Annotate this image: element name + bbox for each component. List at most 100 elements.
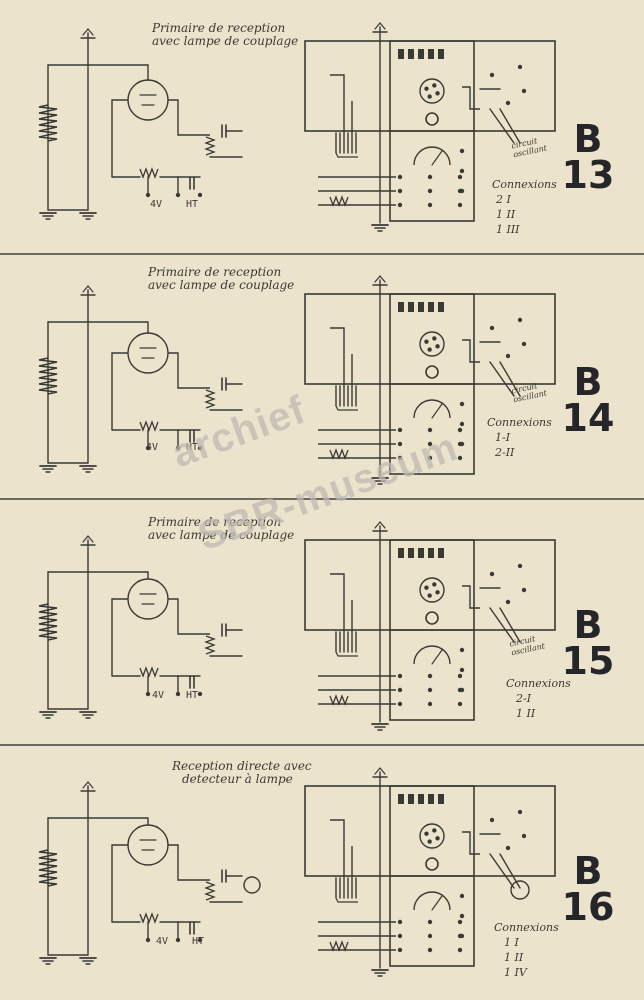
label-ht: HT [186,199,199,210]
resistor-icon [139,666,159,678]
terminal-dot [175,445,181,451]
panel-title: Primaire de reception avec lampe de coup… [148,515,295,542]
wire [462,339,480,363]
resistor-icon [329,448,349,460]
terminal-dot [397,455,403,461]
terminal-block [408,302,414,312]
wire [111,352,128,430]
coil-icon [335,897,358,903]
dial-icon [413,146,451,166]
figure-code: B 16 [561,849,615,929]
antenna-icon [374,275,381,283]
coil-icon [38,603,58,641]
panel-b14: Primaire de reception avec lampe de coup… [0,258,644,506]
terminal-dot [424,339,429,344]
wire [489,361,515,397]
terminal-dot [427,933,433,939]
dial-icon [413,645,451,665]
tube-icon [127,578,169,620]
terminal-dot [459,188,465,194]
terminal-dot [427,202,433,208]
wire [111,844,128,922]
tube-icon [127,332,169,374]
terminal-dot [397,202,403,208]
valve-socket-icon [419,823,445,849]
terminal-block [408,548,414,558]
terminal-dot [489,817,495,823]
terminal-block [418,794,424,804]
coil-icon [335,152,358,158]
panel-b13: Primaire de reception avec lampe de coup… [0,5,644,253]
antenna-icon [374,767,381,775]
wire [330,327,345,386]
terminal-dot [145,192,151,198]
terminal-dot [435,91,440,96]
terminal-dot [517,809,523,815]
coil-icon [38,849,58,887]
terminal-dot [427,701,433,707]
terminal-dot [432,336,437,341]
terminal-dot [432,83,437,88]
dial-icon [431,649,443,665]
terminal-dot [521,587,527,593]
terminal-dot [521,341,527,347]
resistor-icon [139,912,159,924]
terminal-dot [397,441,403,447]
wire [489,607,515,643]
resistor-icon [139,167,159,179]
terminal-block [438,794,444,804]
knob-icon [425,611,439,625]
antenna-icon [82,28,89,36]
terminal-block [428,794,434,804]
terminal-dot [459,401,465,407]
wire [168,352,210,389]
terminal-block [398,794,404,804]
terminal-dot [427,347,432,352]
terminal-dot [459,667,465,673]
terminal-dot [459,893,465,899]
terminal-dot [427,919,433,925]
terminal-dot [197,691,203,697]
terminal-dot [427,839,432,844]
terminal-block [408,794,414,804]
terminal-block [428,302,434,312]
terminal-block [418,49,424,59]
terminal-dot [397,188,403,194]
terminal-dot [505,353,511,359]
terminal-dot [397,687,403,693]
headphone-icon [510,880,530,900]
resistor-icon [204,389,216,409]
wire [168,598,210,635]
terminal-dot [459,687,465,693]
label-ht: HT [186,442,199,453]
wire [499,361,521,397]
wire [462,86,480,110]
wire [499,607,521,643]
coil-icon [38,357,58,395]
terminal-dot [459,933,465,939]
label-4v: 4V [150,199,163,210]
terminal-dot [175,691,181,697]
antenna-icon [379,767,386,775]
wire [489,108,515,144]
terminal-dot [397,427,403,433]
terminal-dot [427,455,433,461]
resistor-icon [204,136,216,156]
antenna-icon [379,521,386,529]
dial-icon [431,895,443,911]
antenna-icon [379,275,386,283]
label-4v: 4V [146,442,159,453]
valve-socket-icon [419,78,445,104]
terminal-dot [459,168,465,174]
terminal-dot [145,445,151,451]
resistor-icon [204,881,216,901]
terminal-dot [457,947,463,953]
terminal-block [438,49,444,59]
wire [489,853,515,889]
resistor-icon [329,694,349,706]
connexions-list: Connexions 1 I 1 II 1 IV [494,921,559,979]
terminal-dot [397,701,403,707]
terminal-dot [397,933,403,939]
terminal-dot [457,427,463,433]
panel-b15: Primaire de reception avec lampe de coup… [0,504,644,752]
